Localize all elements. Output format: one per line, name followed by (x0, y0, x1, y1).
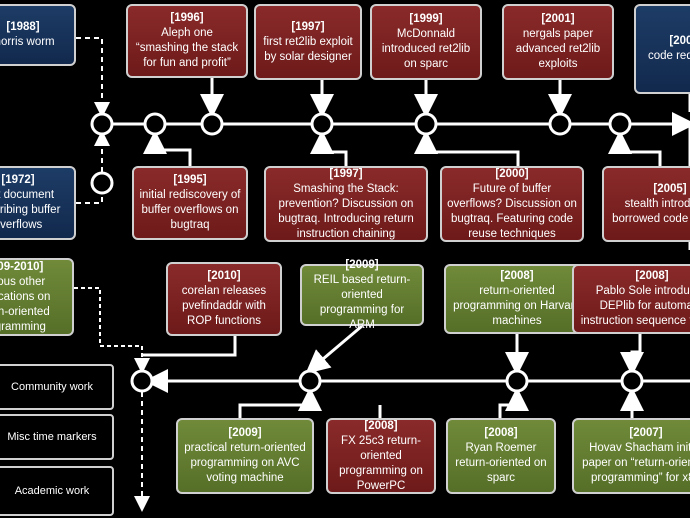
timeline-node (200, 112, 224, 136)
box-nergals: [2001] nergals paper advanced ret2lib exp… (502, 4, 614, 80)
box-first-document: [1972] first document describing buffer o… (0, 166, 76, 240)
timeline-node (90, 112, 114, 136)
box-rediscovery: [1995] initial rediscovery of buffer over… (132, 166, 248, 240)
box-corelan: [2010] corelan releases pvefindaddr with … (166, 262, 282, 336)
box-various-publications: [2009-2010] various other publications on… (0, 258, 74, 336)
box-year: [2001] (669, 35, 690, 47)
box-harvard: [2008] return-oriented programming on Har… (444, 264, 590, 334)
box-text: Future of buffer overflows? Discussion o… (447, 182, 577, 240)
box-text: practical return-oriented programming on… (184, 442, 306, 484)
box-text: stealth introduced borrowed code chunks (612, 197, 690, 225)
box-year: [2008] (500, 270, 534, 282)
box-text: first document describing buffer overflo… (0, 189, 61, 231)
box-text: return-oriented programming on Harvard m… (453, 285, 581, 327)
box-fx-powerpc: [2008] FX 25c3 return-oriented programmin… (326, 418, 436, 494)
box-text: first ret2lib exploit by solar designer (263, 35, 353, 63)
legend-label: Academic work (14, 485, 90, 497)
box-year: [2009] (228, 427, 262, 439)
box-text: initial rediscovery of buffer overflows … (139, 189, 241, 231)
box-smashing-prevention: [1997] Smashing the Stack: prevention? Di… (264, 166, 428, 242)
timeline-node (130, 369, 154, 393)
box-ryan-roemer: [2008] Ryan Roemer return-oriented on spa… (446, 418, 556, 494)
box-year: [2009-2010] (0, 260, 44, 273)
box-text: FX 25c3 return-oriented programming on P… (339, 434, 423, 492)
box-year: [1999] (409, 13, 443, 25)
box-mcdonnald: [1999] McDonnald introduced ret2lib on sp… (370, 4, 482, 80)
dashed-link-first-doc (76, 194, 103, 204)
box-text: Hovav Shacham initial paper on “return-o… (582, 442, 690, 484)
box-text: corelan releases pvefindaddr with ROP fu… (181, 285, 267, 327)
box-reil-arm: [2009] REIL based return-oriented program… (300, 259, 424, 331)
box-morris-worm: [1988] morris worm (0, 4, 76, 66)
legend-label: Misc time markers (7, 431, 97, 443)
box-year: [1995] (173, 174, 207, 186)
timeline-node (505, 369, 529, 393)
box-future-overflows: [2000] Future of buffer overflows? Discus… (440, 166, 584, 242)
timeline-node (414, 112, 438, 136)
box-year: [1997] (291, 20, 325, 33)
legend-community-work: Community work (0, 364, 114, 410)
timeline-node (298, 369, 322, 393)
box-text: Pablo Sole introduced DEPlib for automat… (580, 285, 690, 327)
box-year: [2008] (484, 427, 518, 439)
box-year: [1972] (1, 174, 35, 186)
box-avc-voting: [2009] practical return-oriented programm… (176, 418, 314, 494)
legend-misc-time-markers: Misc time markers (0, 414, 114, 460)
timeline-node (310, 112, 334, 136)
box-year: [2008] (364, 419, 398, 432)
box-year: [2008] (635, 270, 669, 282)
box-stealth: [2005] stealth introduced borrowed code c… (602, 166, 690, 242)
box-text: morris worm (0, 36, 55, 48)
legend-academic-work: Academic work (0, 466, 114, 516)
timeline-node (608, 112, 632, 136)
box-year: [2007] (629, 427, 663, 439)
box-year: [2009] (345, 258, 379, 271)
box-text: nergals paper advanced ret2lib exploits (515, 28, 601, 70)
box-aleph-one: [1996] Aleph one “smashing the stack for … (126, 4, 248, 78)
timeline-node (548, 112, 572, 136)
box-pablo-sole: [2008] Pablo Sole introduced DEPlib for a… (572, 264, 690, 334)
box-code-red: [2001] code red worm (634, 4, 690, 94)
box-text: Ryan Roemer return-oriented on sparc (455, 442, 547, 484)
box-text: code red worm (647, 50, 690, 62)
box-year: [1997] (329, 167, 363, 180)
timeline-node (143, 112, 167, 136)
box-year: [2001] (541, 13, 575, 25)
box-text: REIL based return-oriented programming f… (313, 273, 411, 331)
box-text: Smashing the Stack: prevention? Discussi… (278, 182, 414, 240)
box-ret2lib-solar: [1997] first ret2lib exploit by solar des… (254, 4, 362, 80)
dashed-link-morris (76, 37, 110, 118)
timeline-node (90, 171, 114, 195)
box-text: various other publications on return-ori… (0, 275, 51, 333)
box-year: [2000] (495, 167, 529, 180)
box-text: McDonnald introduced ret2lib on sparc (381, 28, 471, 70)
box-hovav-shacham: [2007] Hovav Shacham initial paper on “re… (572, 418, 690, 494)
box-year: [2005] (653, 182, 687, 195)
legend-label: Community work (11, 381, 93, 393)
box-year: [1988] (6, 21, 40, 33)
box-year: [2010] (207, 270, 241, 282)
timeline-node (620, 369, 644, 393)
box-year: [1996] (170, 12, 204, 24)
box-text: Aleph one “smashing the stack for fun an… (135, 27, 239, 69)
